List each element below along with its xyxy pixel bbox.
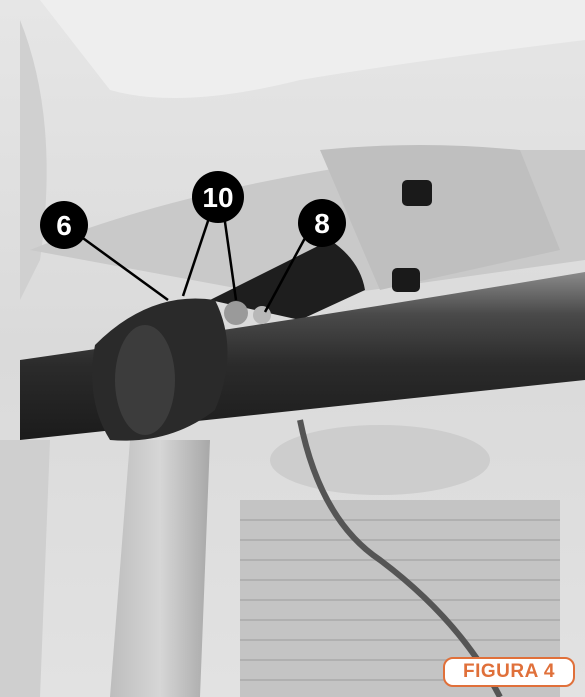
callout-6-disc xyxy=(40,201,88,249)
callout-10-disc xyxy=(192,171,244,223)
callout-10-label: 10 xyxy=(202,182,233,213)
callout-8-disc xyxy=(298,199,346,247)
callout-6-label: 6 xyxy=(56,210,72,241)
figure-caption-badge: FIGURA 4 xyxy=(443,657,575,687)
callout-8-label: 8 xyxy=(314,208,330,239)
